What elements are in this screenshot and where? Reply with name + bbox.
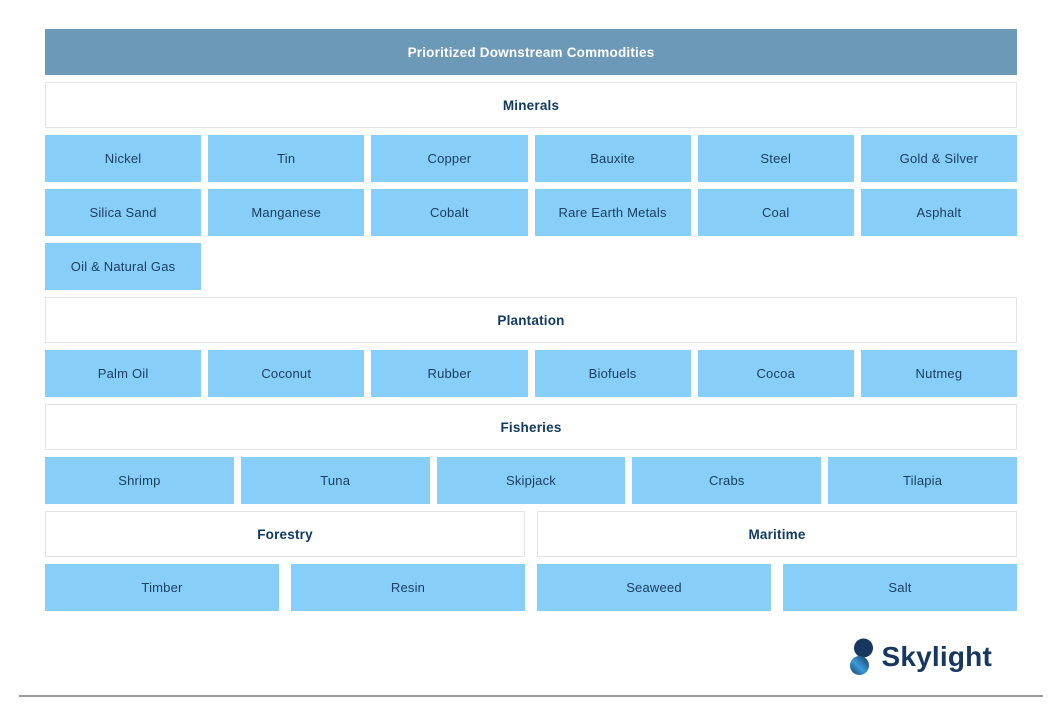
commodity-box-gold-silver: Gold & Silver [860, 135, 1017, 182]
page-title: Prioritized Downstream Commodities [407, 44, 655, 60]
commodity-box-asphalt: Asphalt [860, 189, 1017, 236]
section-header-fisheries: Fisheries [45, 404, 1017, 450]
commodity-box-cocoa: Cocoa [697, 350, 854, 397]
commodity-box-silica-sand: Silica Sand [45, 189, 202, 236]
minerals-grid: Nickel Tin Copper Bauxite Steel Gold & S… [45, 135, 1017, 290]
skylight-s-mark-icon [849, 637, 874, 677]
commodity-box-tin: Tin [208, 135, 365, 182]
commodity-box-rare-earth-metals: Rare Earth Metals [534, 189, 691, 236]
plantation-grid: Palm Oil Coconut Rubber Biofuels Cocoa N… [45, 350, 1017, 397]
skylight-logo: Skylight [849, 637, 992, 677]
commodity-box-palm-oil: Palm Oil [45, 350, 202, 397]
commodity-box-timber: Timber [45, 564, 279, 611]
commodity-box-bauxite: Bauxite [534, 135, 691, 182]
commodity-box-crabs: Crabs [632, 457, 822, 504]
commodity-box-nutmeg: Nutmeg [860, 350, 1017, 397]
commodity-box-skipjack: Skipjack [436, 457, 626, 504]
forestry-maritime-headers: Forestry Maritime [45, 511, 1017, 557]
section-title-fisheries: Fisheries [500, 419, 562, 435]
fisheries-grid: Shrimp Tuna Skipjack Crabs Tilapia [45, 457, 1017, 504]
commodity-box-coconut: Coconut [208, 350, 365, 397]
commodity-box-copper: Copper [371, 135, 528, 182]
section-title-plantation: Plantation [497, 312, 565, 328]
section-title-minerals: Minerals [502, 97, 560, 113]
commodity-box-tilapia: Tilapia [828, 457, 1017, 504]
commodity-box-biofuels: Biofuels [534, 350, 691, 397]
section-header-minerals: Minerals [45, 82, 1017, 128]
commodity-box-salt: Salt [783, 564, 1017, 611]
commodities-infographic: Prioritized Downstream Commodities Miner… [45, 29, 1017, 611]
commodity-box-manganese: Manganese [208, 189, 365, 236]
commodity-box-cobalt: Cobalt [371, 189, 528, 236]
title-bar: Prioritized Downstream Commodities [45, 29, 1017, 75]
commodity-box-steel: Steel [697, 135, 854, 182]
commodity-box-nickel: Nickel [45, 135, 202, 182]
section-title-forestry: Forestry [257, 526, 313, 542]
section-header-plantation: Plantation [45, 297, 1017, 343]
commodity-box-rubber: Rubber [371, 350, 528, 397]
brand-wordmark: Skylight [881, 641, 992, 672]
section-header-maritime: Maritime [537, 511, 1017, 557]
section-title-maritime: Maritime [748, 526, 806, 542]
bottom-divider [19, 695, 1043, 697]
commodity-box-tuna: Tuna [240, 457, 430, 504]
commodity-box-coal: Coal [697, 189, 854, 236]
commodity-box-oil-natural-gas: Oil & Natural Gas [45, 243, 202, 290]
maritime-grid: Seaweed Salt [537, 564, 1017, 611]
commodity-box-resin: Resin [291, 564, 525, 611]
forestry-maritime-boxes: Timber Resin Seaweed Salt [45, 564, 1017, 611]
forestry-grid: Timber Resin [45, 564, 525, 611]
commodity-box-shrimp: Shrimp [45, 457, 234, 504]
commodity-box-seaweed: Seaweed [537, 564, 771, 611]
section-header-forestry: Forestry [45, 511, 525, 557]
